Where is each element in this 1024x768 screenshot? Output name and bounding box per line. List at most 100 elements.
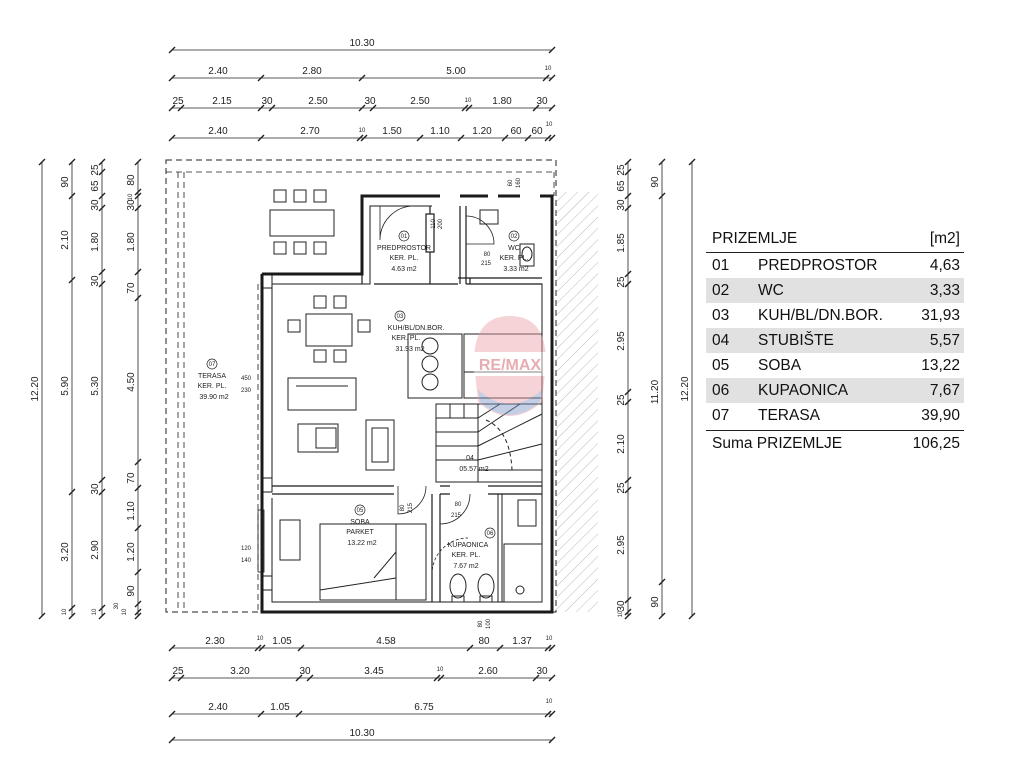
legend-row: 05 SOBA 13,22 <box>706 353 964 378</box>
room-name: PREDPROSTOR <box>377 245 431 252</box>
dim-label: 25 <box>90 164 101 176</box>
opening-label: 110 <box>431 219 437 229</box>
dim-label: 10 <box>92 608 98 615</box>
legend-row-num: 01 <box>712 256 730 274</box>
dim-label: 10 <box>122 608 128 615</box>
opening-label: 230 <box>241 388 252 394</box>
room-num: 07 <box>209 362 216 368</box>
dim-label: 70 <box>126 282 137 294</box>
dim-label: 25 <box>616 164 627 176</box>
legend-unit: [m2] <box>929 230 960 247</box>
dim-label: 1.80 <box>126 232 137 252</box>
legend-row-num: 02 <box>712 281 730 299</box>
bathroom-fixtures <box>449 499 543 603</box>
dim-label: 80 <box>126 174 137 186</box>
room-labels: 01 PREDPROSTOR KER. PL. 4.63 m2 02 WC KE… <box>198 230 529 570</box>
room-area: 39.90 m2 <box>199 394 228 401</box>
dim-label: 5.30 <box>90 376 101 396</box>
room-floor: KER. PL. <box>198 383 227 390</box>
dim-label: 1.10 <box>430 126 450 137</box>
legend-row: 04 STUBIŠTE 5,57 <box>706 328 964 353</box>
opening-label: 215 <box>408 502 414 513</box>
opening-label: 80 <box>478 620 484 627</box>
hatched-area <box>556 192 598 612</box>
room-label-04: 04 05.57 m2 <box>459 455 488 473</box>
legend-sum-label: Suma PRIZEMLJE <box>712 434 843 452</box>
dim-label: 90 <box>126 585 137 597</box>
dim-label: 10 <box>618 610 624 617</box>
legend-sum-value: 106,25 <box>912 434 960 452</box>
door-swings <box>379 205 495 575</box>
dim-label: 30 <box>114 602 120 609</box>
legend-sum-row: Suma PRIZEMLJE 106,25 <box>706 430 964 456</box>
opening-labels: 110 200 80 215 60 160 450 230 120 140 80… <box>241 177 522 629</box>
dim-label: 10 <box>62 608 68 615</box>
dim-label: 2.15 <box>212 96 232 107</box>
dim-label: 1.50 <box>382 126 402 137</box>
room-label-03: 03 KUH/BL/DN.BOR. KER. PL. 31.93 m2 <box>388 310 444 353</box>
dim-label: 65 <box>90 180 101 192</box>
opening-label: 60 <box>508 179 514 186</box>
opening-label: 215 <box>481 261 492 267</box>
room-label-05: 05 SOBA PARKET 13.22 m2 <box>346 504 377 547</box>
room-name: TERASA <box>198 373 226 380</box>
legend-row-name: STUBIŠTE <box>758 331 834 349</box>
dim-label: 3.20 <box>230 666 250 677</box>
legend-row-area: 4,63 <box>929 256 960 274</box>
bedroom-furniture <box>279 519 427 601</box>
dim-label: 90 <box>60 176 71 188</box>
legend-row-num: 04 <box>712 331 730 349</box>
opening-label: 80 <box>455 502 462 508</box>
room-name: SOBA <box>350 519 370 526</box>
room-name: KUPAONICA <box>448 542 489 549</box>
dim-label: 70 <box>126 472 137 484</box>
dim-label: 30 <box>536 666 548 677</box>
dim-label: 10 <box>546 636 553 642</box>
room-name: WC <box>508 245 520 252</box>
legend-row-name: TERASA <box>758 406 821 424</box>
room-floor: KER. PL. <box>390 255 419 262</box>
dim-label: 1.05 <box>272 636 292 647</box>
opening-label: 100 <box>486 618 492 629</box>
dimension-labels-left: 12.20 90 2.10 5.90 3.20 10 25 65 30 1.80… <box>30 164 137 615</box>
walls <box>257 194 554 614</box>
dimension-labels-bottom: 2.30 10 1.05 4.58 80 1.37 10 25 3.20 30 … <box>172 636 553 739</box>
dim-label: 1.80 <box>492 96 512 107</box>
dimension-labels-right: 25 65 30 1.85 25 2.95 25 2.10 25 2.95 30… <box>616 164 691 617</box>
area-legend-table: PRIZEMLJE [m2] 01 PREDPROSTOR 4,63 02 WC… <box>706 226 964 456</box>
dim-label: 25 <box>616 394 627 406</box>
dimensions-left <box>38 158 142 620</box>
room-area: 7.67 m2 <box>453 563 478 570</box>
dim-label: 60 <box>510 126 522 137</box>
room-name: KUH/BL/DN.BOR. <box>388 325 444 332</box>
dim-label: 10 <box>128 193 134 200</box>
dining-set-terrace <box>269 189 335 255</box>
dim-label: 10.30 <box>349 38 374 49</box>
legend-row-num: 07 <box>712 406 730 424</box>
dim-label: 3.45 <box>364 666 384 677</box>
legend-row-name: KUH/BL/DN.BOR. <box>758 306 883 324</box>
opening-label: 80 <box>484 252 491 258</box>
dim-label: 10 <box>359 128 366 134</box>
floor-plan: 10.30 2.40 2.80 5.00 10 25 2.15 30 2.50 … <box>30 38 696 744</box>
dim-label: 30 <box>299 666 311 677</box>
legend-title: PRIZEMLJE <box>712 230 798 247</box>
dim-label: 2.80 <box>302 66 322 77</box>
room-num: 03 <box>397 314 404 320</box>
opening-label: 200 <box>438 218 444 229</box>
legend-row-name: PREDPROSTOR <box>758 256 878 274</box>
dim-label: 30 <box>90 483 101 495</box>
room-label-02: 02 WC KER. PL. 3.33 m2 <box>500 230 529 273</box>
legend-row: 03 KUH/BL/DN.BOR. 31,93 <box>706 303 964 328</box>
legend-row-num: 05 <box>712 356 730 374</box>
dim-label: 1.37 <box>512 636 532 647</box>
dim-label: 1.10 <box>126 501 137 521</box>
living-furniture <box>287 295 543 471</box>
legend-header: PRIZEMLJE [m2] <box>706 226 964 253</box>
dim-label: 25 <box>172 666 184 677</box>
legend-row-area: 31,93 <box>921 306 960 324</box>
legend-row: 01 PREDPROSTOR 4,63 <box>706 253 964 278</box>
dim-label: 1.20 <box>126 542 137 562</box>
room-floor: KER. PL. <box>452 552 481 559</box>
dim-label: 2.10 <box>60 230 71 250</box>
